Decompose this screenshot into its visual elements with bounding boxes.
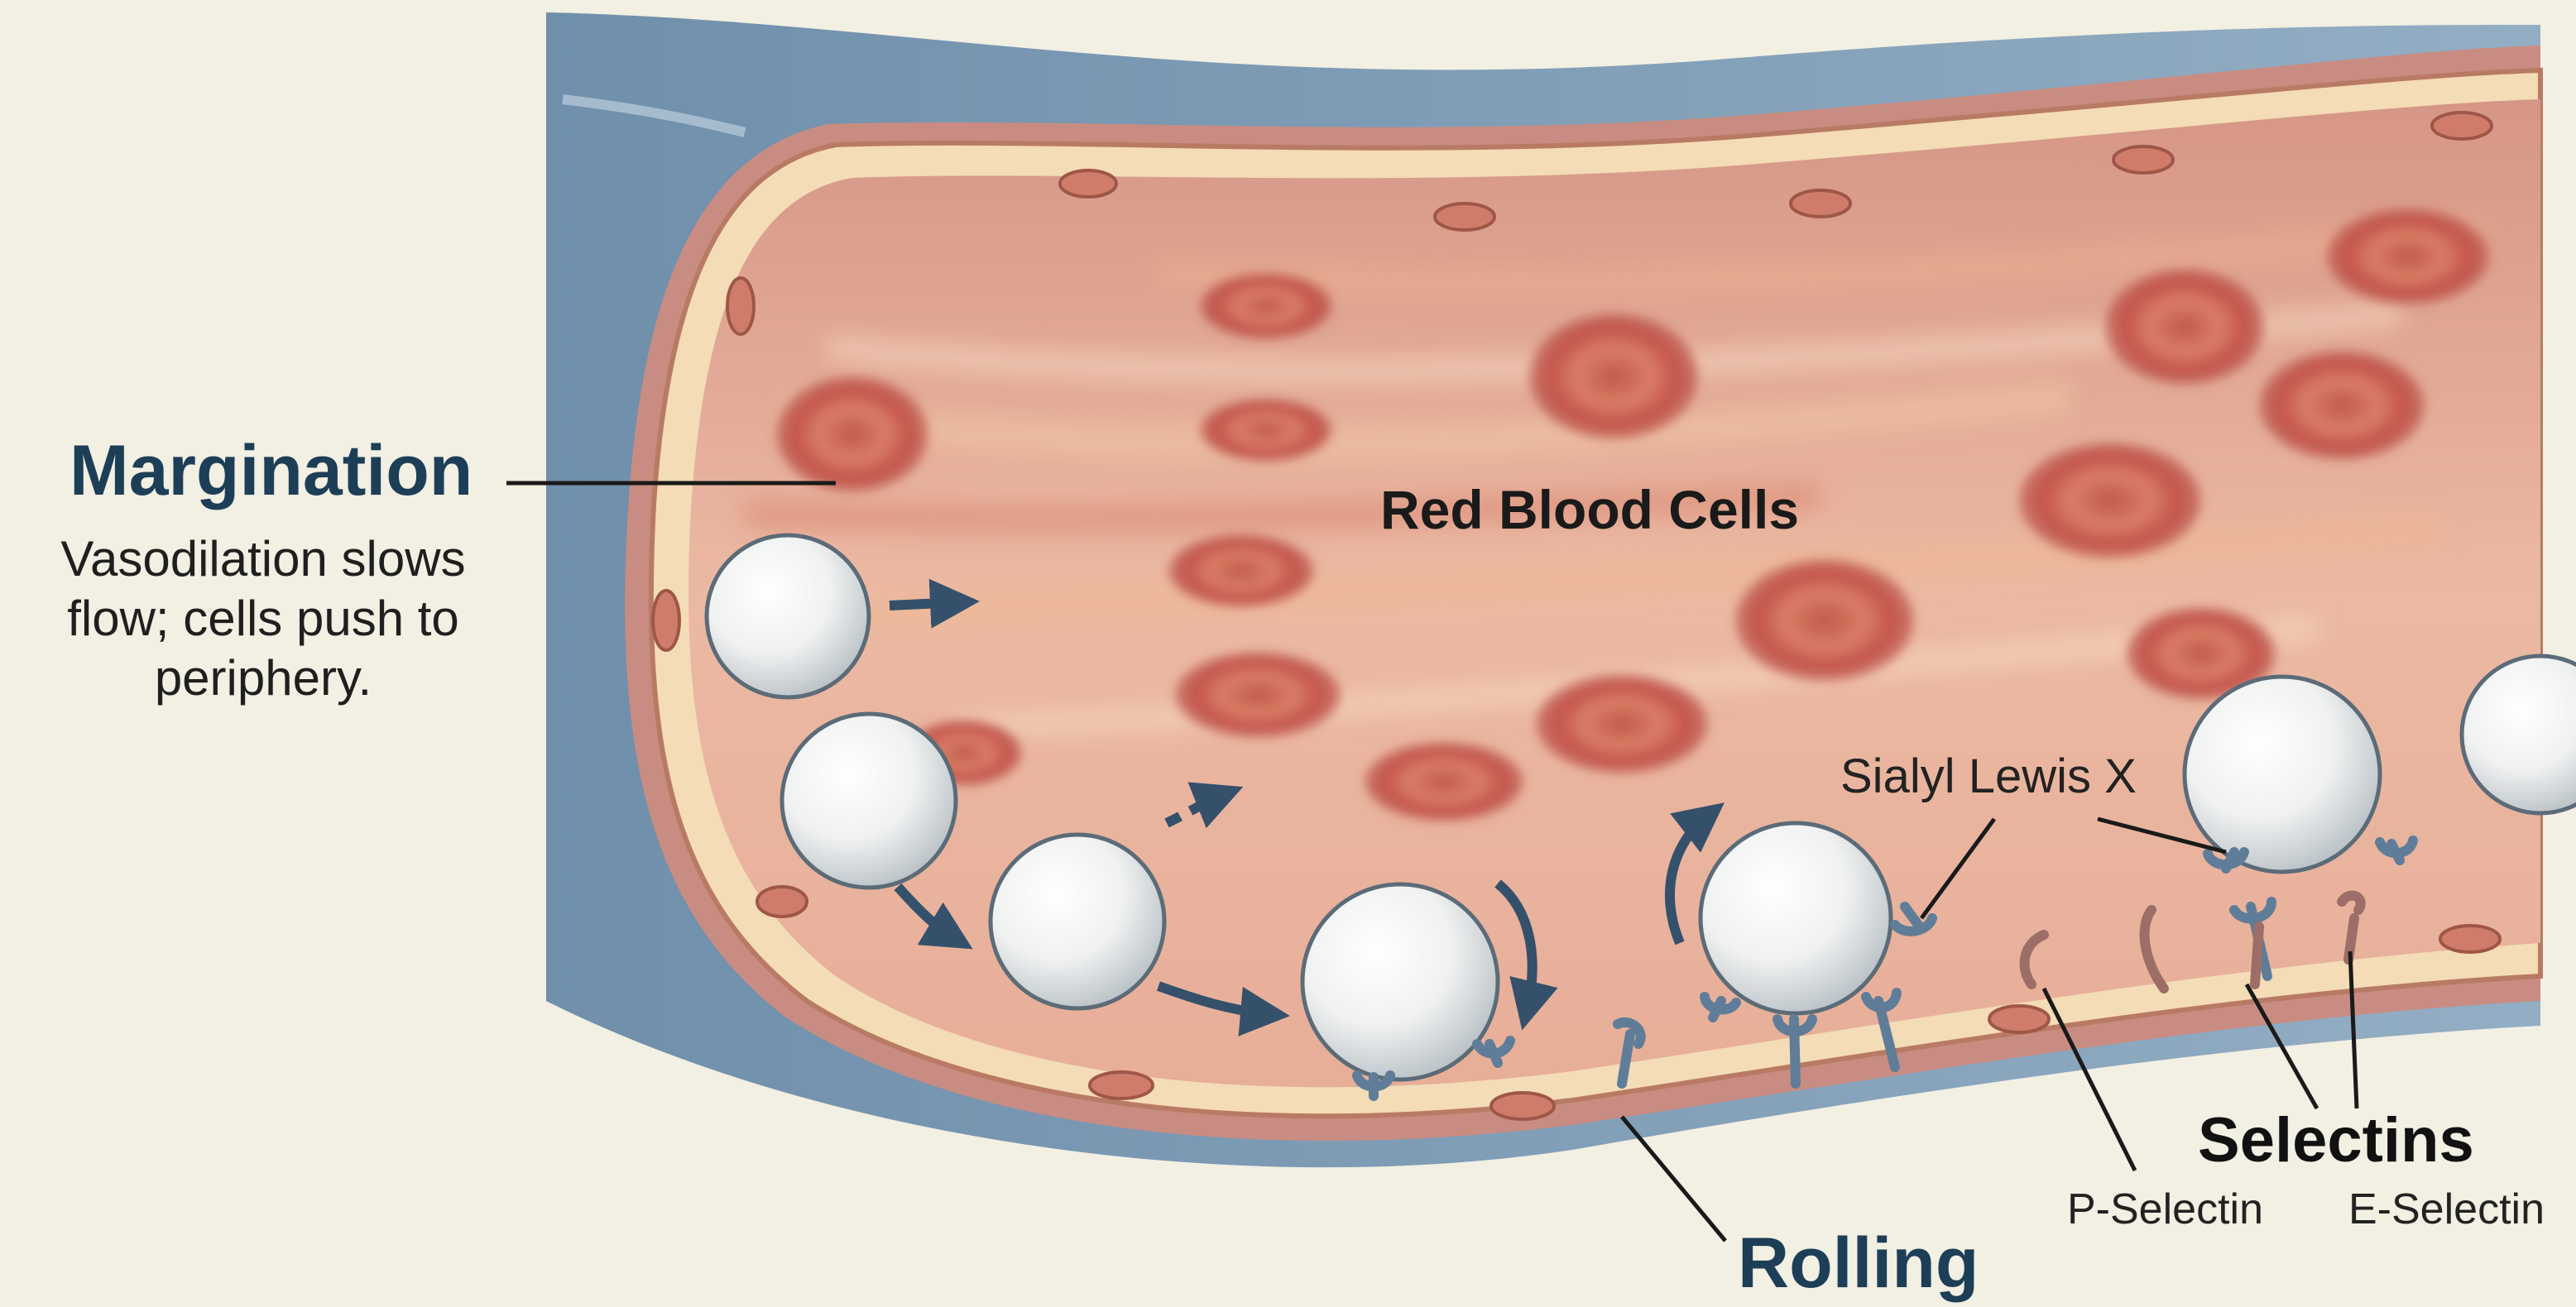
selectins-heading: Selectins (2198, 1104, 2474, 1176)
red-blood-cell (2327, 208, 2489, 304)
red-blood-cell (1200, 399, 1332, 462)
sialyl-lewis-x-label: Sialyl Lewis X (1840, 749, 2137, 804)
red-blood-cell (2019, 443, 2201, 558)
red-blood-cell (1175, 652, 1341, 738)
p-selectin-label: P-Selectin (2067, 1185, 2263, 1234)
white-blood-cell (991, 835, 1164, 1008)
red-blood-cell (1200, 273, 1332, 339)
red-blood-cell (2259, 351, 2425, 460)
white-blood-cell (1302, 884, 1498, 1080)
red-blood-cell (1365, 742, 1523, 821)
white-blood-cell (707, 535, 869, 697)
e-selectin-label: E-Selectin (2348, 1185, 2545, 1234)
white-blood-cell (2185, 677, 2380, 872)
rolling-heading: Rolling (1738, 1223, 1979, 1305)
white-blood-cell (1701, 823, 1891, 1013)
white-blood-cell (782, 714, 956, 888)
red-blood-cell (776, 376, 928, 492)
margination-heading: Margination (70, 430, 473, 512)
margination-description: Vasodilation slows flow; cells push to p… (15, 529, 511, 708)
red-blood-cells-label: Red Blood Cells (1380, 478, 1799, 541)
red-blood-cell (1168, 534, 1314, 607)
e-selectin-molecule (2255, 926, 2259, 984)
red-blood-cell (2105, 269, 2264, 385)
red-blood-cell (1536, 674, 1708, 773)
red-blood-cell (1529, 314, 1698, 439)
red-blood-cell (1735, 559, 1914, 682)
